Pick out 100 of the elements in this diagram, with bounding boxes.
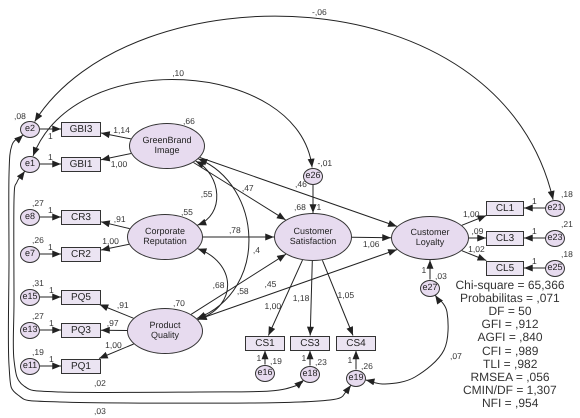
construct-label: Product Quality (148, 321, 182, 341)
edge-label: 1,06 (362, 239, 380, 250)
edge-label: 1,14 (113, 124, 130, 135)
indicator-label: CS3 (300, 338, 320, 348)
latent-variable-ellipse (127, 214, 203, 260)
variance-estimate: ,27 (32, 198, 44, 208)
error-term-circle (20, 156, 40, 172)
observed-variable-box (61, 156, 101, 172)
edge-label: ,97 (106, 318, 119, 328)
arrow (98, 344, 134, 359)
fit-statistic: NFI = ,954 (482, 397, 538, 410)
edge-label: ,47 (242, 183, 254, 194)
indicator-label: CL1 (496, 202, 514, 214)
arrow (426, 260, 434, 280)
indicator-label: CL5 (496, 262, 514, 274)
edge-label: -,06 (312, 6, 327, 17)
arrow (40, 326, 62, 334)
arrow (100, 220, 130, 230)
variance-estimate: -,01 (318, 158, 332, 168)
observed-variable-box (61, 322, 101, 338)
double-headed-arrow (365, 294, 449, 386)
double-headed-arrow (12, 170, 304, 393)
edge-label: ,4 (252, 245, 260, 256)
observed-variable-box (290, 336, 330, 350)
edge-label: 1 (256, 352, 262, 362)
fit-statistic: AGFI = ,840 (478, 331, 543, 344)
indicator-label: CL3 (496, 232, 514, 244)
latent-variable-ellipse (129, 123, 205, 169)
arrow (468, 234, 486, 242)
observed-variable-box (61, 210, 101, 224)
variance-estimate: ,70 (173, 298, 185, 308)
error-term-label: e15 (22, 292, 38, 302)
error-term-label: e1 (24, 159, 35, 169)
edge-label: 1 (302, 353, 306, 363)
arrow (322, 260, 354, 336)
edge-label: ,68 (212, 280, 224, 290)
arrow (199, 157, 398, 227)
double-headed-arrow (195, 160, 218, 226)
error-term-label: e8 (24, 212, 35, 222)
double-headed-arrow (197, 248, 228, 320)
construct-label: Customer Loyalty (409, 228, 450, 248)
arrow (524, 234, 546, 242)
edge-label: 1 (532, 226, 537, 236)
double-headed-arrow (32, 79, 314, 168)
edge-label: ,45 (264, 279, 276, 290)
edge-label: 1 (48, 242, 53, 252)
observed-variable-box (61, 358, 101, 374)
arrow (524, 264, 546, 272)
error-term-label: e7 (24, 249, 35, 259)
fit-statistic: CMIN/DF = 1,307 (463, 384, 557, 398)
edge-label: ,10 (172, 68, 184, 78)
error-term-label: e27 (422, 283, 438, 293)
error-term-label: e23 (547, 233, 563, 243)
arrow (100, 153, 132, 162)
fit-statistic: RMSEA = ,056 (470, 370, 550, 384)
observed-variable-box (61, 290, 101, 304)
observed-variable-box (61, 122, 101, 136)
fit-statistic: TLI = ,982 (483, 358, 538, 371)
variance-estimate: ,18 (561, 189, 573, 199)
edge-label: 1 (49, 285, 54, 295)
arrow (262, 350, 268, 365)
error-term-circle (420, 280, 440, 296)
indicator-label: CR3 (70, 212, 91, 222)
error-term-label: e21 (547, 203, 563, 213)
latent-variable-ellipse (274, 213, 352, 261)
error-term-circle (545, 200, 565, 216)
edge-label: 1 (49, 354, 54, 364)
arrow (40, 362, 62, 370)
edge-label: 1,00 (102, 236, 119, 246)
indicator-label: CS1 (255, 338, 275, 348)
double-headed-arrow (196, 158, 250, 319)
variance-estimate: ,18 (561, 249, 573, 259)
arrow (100, 326, 128, 334)
arrow (352, 234, 392, 242)
indicator-label: GBI3 (70, 124, 92, 134)
variance-estimate: ,55 (181, 207, 193, 217)
arrow (197, 249, 398, 320)
arrow (100, 131, 132, 140)
edge-label: 1,00 (462, 208, 480, 219)
edge-label: 1 (532, 196, 537, 206)
variance-estimate: ,66 (183, 116, 195, 126)
observed-variable-box (61, 246, 101, 262)
fit-statistic: CFI = ,989 (482, 344, 538, 358)
edge-label: 1 (348, 355, 352, 365)
edge-label: 1 (48, 131, 53, 141)
edge-label: ,91 (116, 300, 129, 310)
error-term-circle (545, 230, 565, 246)
fit-statistic: DF = 50 (488, 304, 532, 318)
edge-label: ,02 (94, 378, 106, 388)
variance-estimate: ,26 (32, 235, 44, 245)
indicator-label: CS4 (346, 338, 366, 348)
indicator-label: PQ5 (70, 292, 91, 302)
edge-label: 1,00 (264, 300, 282, 311)
variance-estimate: ,23 (315, 357, 327, 367)
error-term-label: e2 (24, 124, 35, 134)
observed-variable-box (486, 260, 524, 276)
arrow (461, 250, 487, 261)
arrow (99, 304, 134, 319)
error-term-circle (300, 366, 320, 382)
edge-label: 1,18 (292, 292, 310, 303)
